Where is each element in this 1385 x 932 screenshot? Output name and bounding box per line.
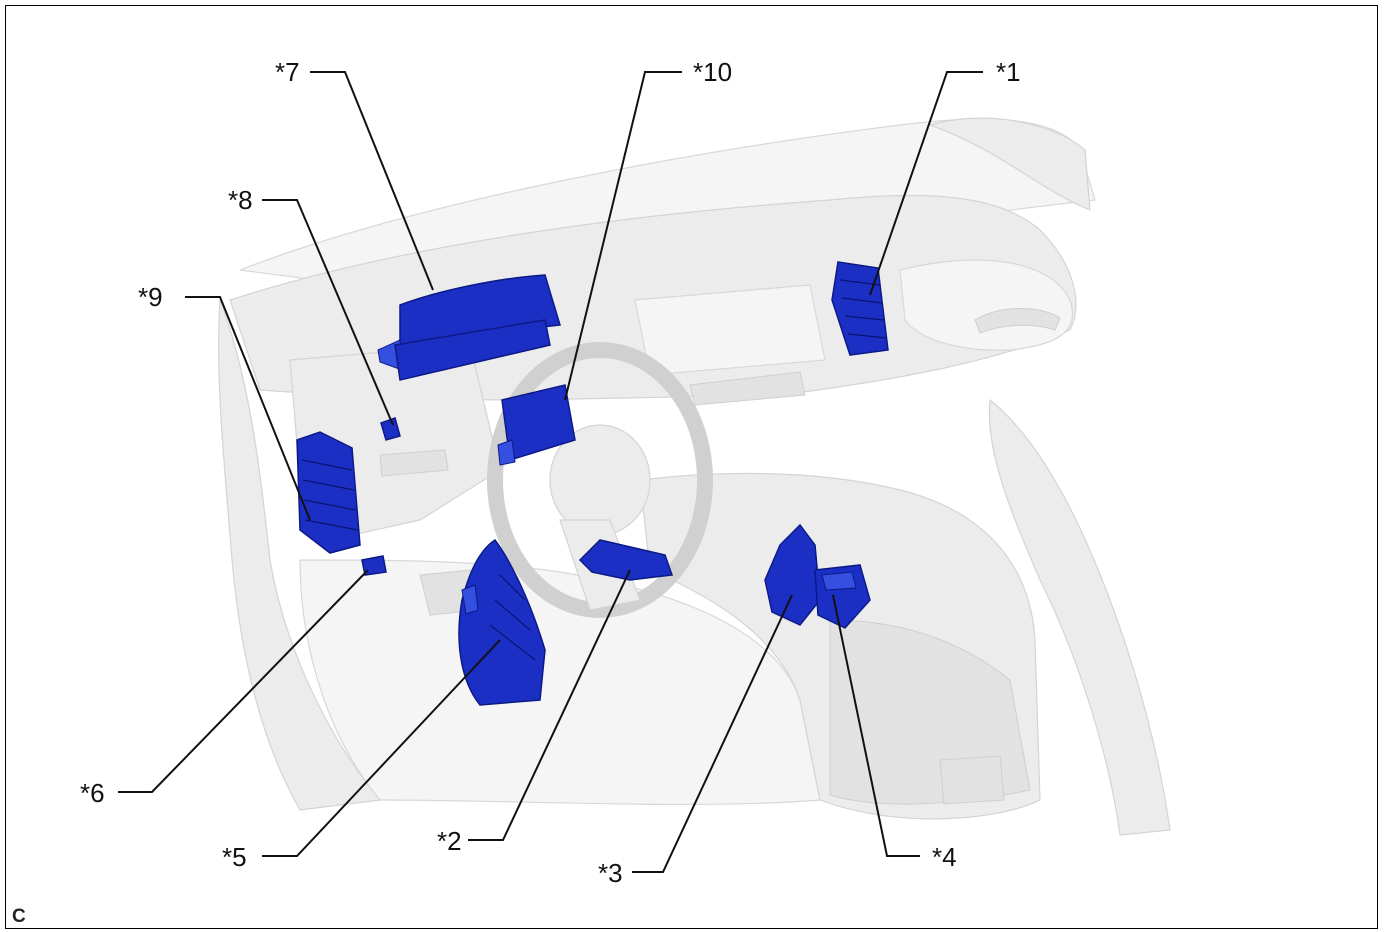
leader-line-7 <box>310 71 434 291</box>
callout-label-4: *4 <box>932 842 957 872</box>
leader-line-10 <box>564 71 682 401</box>
component-4-control-unit <box>814 564 871 629</box>
callout-label-9: *9 <box>138 282 163 312</box>
leader-lines <box>118 71 983 873</box>
callout-label-2: *2 <box>437 826 462 856</box>
center-display <box>634 284 826 376</box>
callout-label-8: *8 <box>228 185 253 215</box>
callout-label-1: *1 <box>996 57 1021 87</box>
leader-line-2 <box>468 569 631 841</box>
callout-labels: *7 *10 *1 *8 *9 *6 *5 *2 *3 *4 <box>80 57 1021 888</box>
callout-label-6: *6 <box>80 778 105 808</box>
steering-wheel-rim <box>487 342 713 618</box>
leader-line-4 <box>832 594 920 857</box>
callout-label-7: *7 <box>275 57 300 87</box>
component-5-pedal <box>458 538 546 706</box>
leader-line-9 <box>185 296 311 521</box>
left-air-vent <box>379 449 449 477</box>
vehicle-interior <box>218 117 1171 836</box>
figure-code: C <box>12 906 26 927</box>
callout-label-3: *3 <box>598 858 623 888</box>
leader-line-5 <box>262 639 501 857</box>
right-kick-panel <box>988 398 1171 836</box>
leader-line-3 <box>632 594 793 873</box>
component-7-combination-meter <box>377 274 561 381</box>
component-2-sensor-assembly <box>578 539 674 581</box>
highlighted-components <box>296 261 889 706</box>
component-9-junction-block <box>296 431 361 554</box>
center-air-vent <box>689 371 806 406</box>
rear-vent-block <box>939 755 1005 805</box>
callout-label-10: *10 <box>693 57 732 87</box>
component-10-ecu <box>497 384 576 466</box>
dashboard-right-end <box>899 259 1074 351</box>
leader-line-8 <box>262 199 394 426</box>
callout-label-5: *5 <box>222 842 247 872</box>
leader-line-1 <box>869 71 983 296</box>
a-pillar-right <box>928 117 1091 211</box>
right-air-vent <box>974 308 1061 334</box>
leader-line-6 <box>118 569 369 793</box>
